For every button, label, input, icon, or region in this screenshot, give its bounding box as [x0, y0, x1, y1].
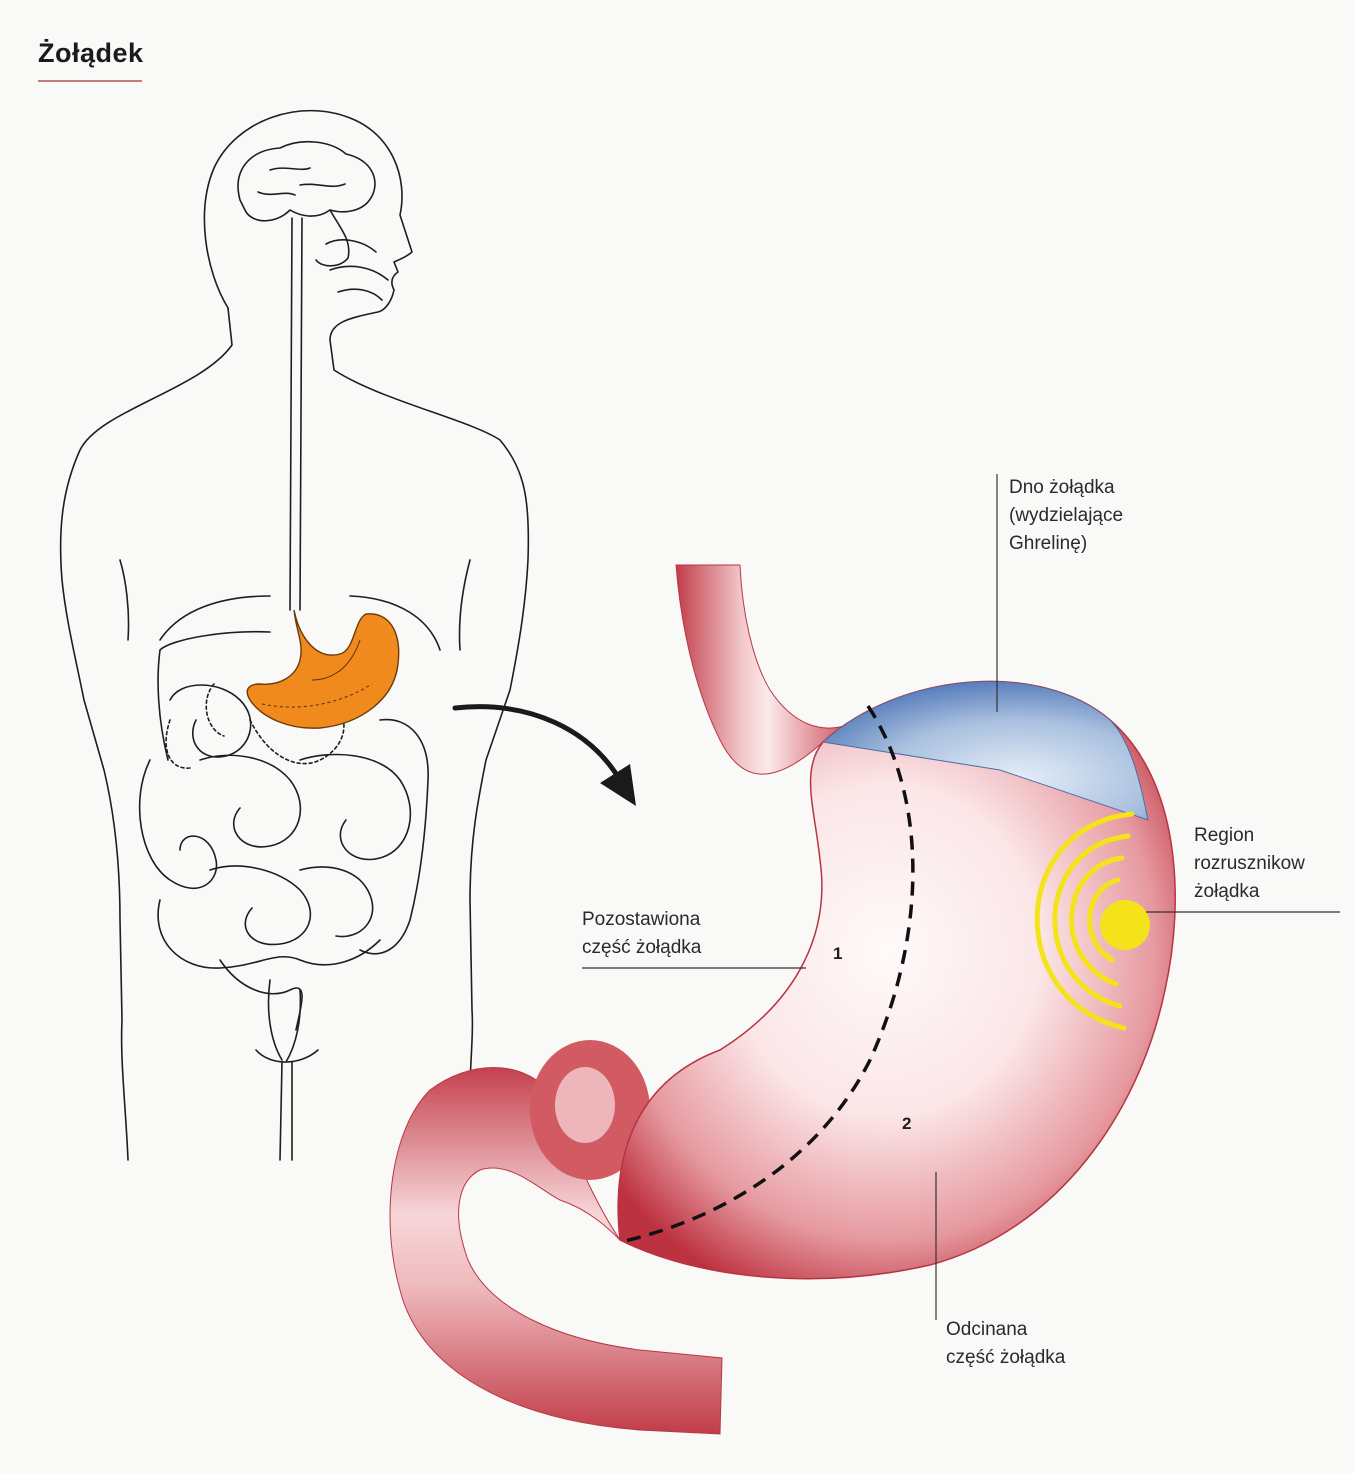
region-number-2: 2	[902, 1114, 911, 1134]
label-fundus-line3: Ghrelinę)	[1009, 530, 1123, 558]
label-pacemaker-line3: żołądka	[1194, 878, 1305, 906]
label-pacemaker: Region rozrusznikow żołądka	[1194, 822, 1305, 906]
body-outline	[61, 111, 529, 1160]
label-remaining-line2: część żołądka	[582, 934, 701, 962]
label-fundus-line1: Dno żołądka	[1009, 474, 1123, 502]
pointer-arrow	[455, 707, 620, 780]
pacemaker-dot	[1100, 900, 1150, 950]
label-pacemaker-line1: Region	[1194, 822, 1305, 850]
label-removed-line2: część żołądka	[946, 1344, 1065, 1372]
label-removed: Odcinana część żołądka	[946, 1316, 1065, 1372]
label-fundus-line2: (wydzielające	[1009, 502, 1123, 530]
title-underline	[38, 80, 142, 82]
label-remaining-line1: Pozostawiona	[582, 906, 701, 934]
label-pacemaker-line2: rozrusznikow	[1194, 850, 1305, 878]
page-title: Żołądek	[38, 38, 144, 69]
stomach-highlight	[247, 610, 398, 728]
label-fundus: Dno żołądka (wydzielające Ghrelinę)	[1009, 474, 1123, 558]
region-number-1: 1	[833, 944, 842, 964]
label-removed-line1: Odcinana	[946, 1316, 1065, 1344]
label-remaining: Pozostawiona część żołądka	[582, 906, 701, 962]
